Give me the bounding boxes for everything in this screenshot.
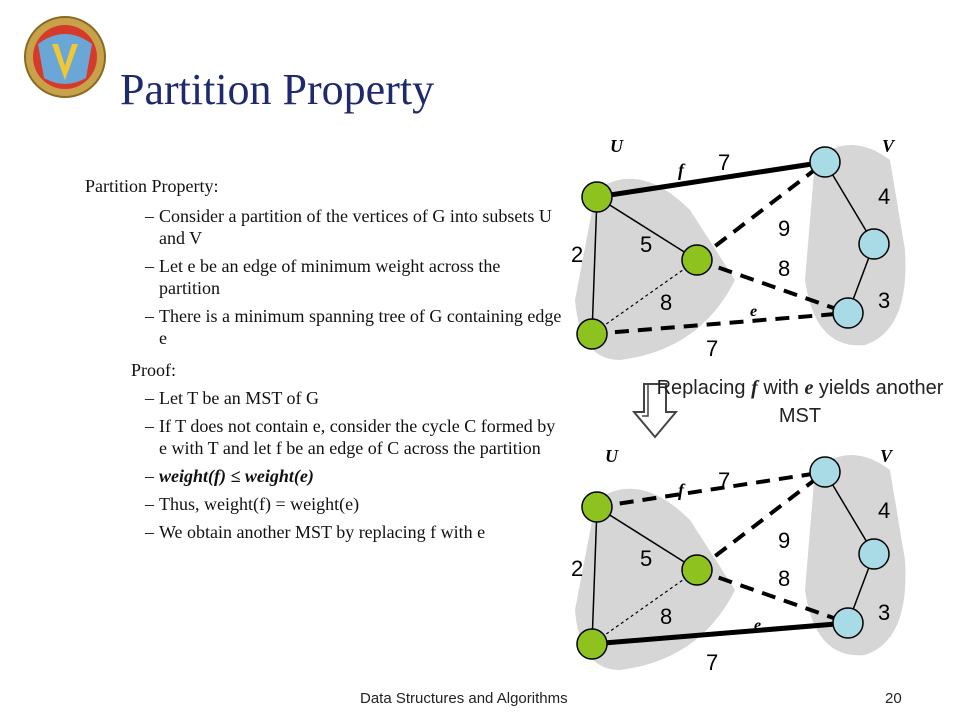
edge xyxy=(591,506,598,645)
node xyxy=(809,146,841,178)
bullet-item: –There is a minimum spanning tree of G c… xyxy=(145,306,562,348)
weight-label: 2 xyxy=(571,242,583,267)
label-v: V xyxy=(882,136,896,156)
edge xyxy=(696,568,849,625)
edge xyxy=(596,196,698,261)
edge xyxy=(695,160,827,262)
weight-label: 7 xyxy=(706,650,718,675)
weight-label: 7 xyxy=(718,150,730,175)
region-v xyxy=(805,145,906,346)
label-f: f xyxy=(678,480,686,500)
proof-item: –We obtain another MST by replacing f wi… xyxy=(145,522,486,542)
edge xyxy=(596,470,826,509)
slide-title: Partition Property xyxy=(120,65,435,114)
edge xyxy=(591,311,849,336)
weight-label: 2 xyxy=(571,556,583,581)
node xyxy=(832,607,864,639)
content-block: Partition Property: –Consider a partitio… xyxy=(85,175,565,549)
node xyxy=(858,228,890,260)
weight-label: 8 xyxy=(660,604,672,629)
node xyxy=(681,554,713,586)
weight-label: 9 xyxy=(778,528,790,553)
node xyxy=(581,181,613,213)
node xyxy=(576,628,608,660)
node xyxy=(809,456,841,488)
top-graph: U V f e 7 4 9 2 5 8 8 3 7 xyxy=(571,136,906,361)
page-number: 20 xyxy=(885,690,902,707)
edge xyxy=(596,506,698,571)
region-u xyxy=(575,178,735,360)
bottom-graph: U V f e 7 4 9 2 5 8 8 3 7 xyxy=(571,446,906,675)
region-v xyxy=(805,455,906,656)
node xyxy=(858,538,890,570)
diagram-caption: Replacing f with e yields another MST xyxy=(656,377,944,427)
proof-heading: Proof: xyxy=(131,360,176,380)
slide-footer: Data Structures and Algorithms xyxy=(360,690,568,707)
weight-label: 5 xyxy=(640,232,652,257)
weight-label: 4 xyxy=(878,498,890,523)
weight-label: 9 xyxy=(778,216,790,241)
label-u: U xyxy=(610,136,624,156)
label-v: V xyxy=(880,446,894,466)
proof-item: –Let T be an MST of G xyxy=(145,388,319,408)
partition-heading: Partition Property: xyxy=(85,176,219,196)
edge xyxy=(695,470,827,572)
edge xyxy=(696,258,849,315)
institute-logo xyxy=(24,16,106,98)
proof-item: –weight(f) ≤ weight(e) xyxy=(145,466,314,486)
label-f: f xyxy=(678,160,686,180)
weight-label: 8 xyxy=(778,256,790,281)
edge xyxy=(591,620,849,647)
weight-label: 8 xyxy=(660,290,672,315)
weight-label: 8 xyxy=(778,566,790,591)
bullet-item: –Consider a partition of the vertices of… xyxy=(145,206,552,248)
node xyxy=(581,491,613,523)
bullet-item: –Let e be an edge of minimum weight acro… xyxy=(145,256,501,298)
mst-diagram: U V f e 7 4 9 2 5 8 8 3 7 U V f e 7 xyxy=(571,136,906,675)
weight-label: 7 xyxy=(706,336,718,361)
edge xyxy=(824,161,875,245)
region-u xyxy=(575,488,735,670)
weight-label: 7 xyxy=(718,468,730,493)
edge xyxy=(591,196,598,335)
node xyxy=(681,244,713,276)
node xyxy=(832,297,864,329)
edge xyxy=(596,159,826,200)
label-e: e xyxy=(754,617,761,634)
weight-label: 3 xyxy=(878,288,890,313)
down-arrow-icon xyxy=(632,383,678,439)
label-u: U xyxy=(605,446,619,466)
weight-label: 5 xyxy=(640,546,652,571)
node xyxy=(576,318,608,350)
proof-item: –Thus, weight(f) = weight(e) xyxy=(145,494,360,514)
proof-item: –If T does not contain e, consider the c… xyxy=(145,416,556,458)
weight-label: 4 xyxy=(878,184,890,209)
edge xyxy=(824,471,875,555)
weight-label: 3 xyxy=(878,600,890,625)
label-e: e xyxy=(750,303,757,320)
